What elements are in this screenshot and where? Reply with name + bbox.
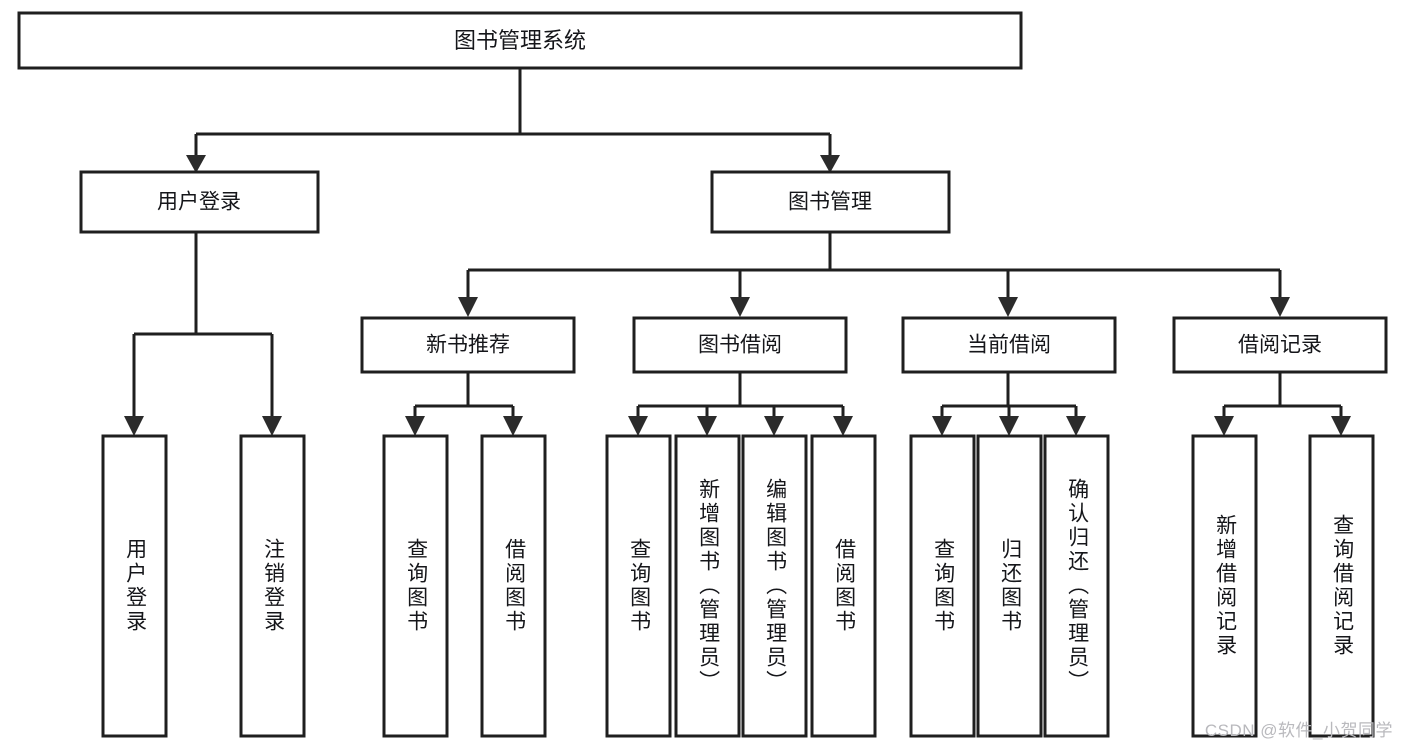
leaf-box-query-book-1[interactable] xyxy=(382,434,449,738)
arrowhead-user-login-leaf-1 xyxy=(262,416,282,436)
leaf-box-query-book-2[interactable] xyxy=(605,434,672,738)
leaf-box-confirm-return[interactable] xyxy=(1043,434,1110,738)
leaf-box-logout-login[interactable] xyxy=(239,434,306,738)
watermark-text: CSDN @软件_小贺同学 xyxy=(1204,721,1393,740)
node-root[interactable]: 图书管理系统 xyxy=(17,11,1023,70)
leaf-box-borrow-book-1[interactable] xyxy=(480,434,547,738)
node-root-box[interactable] xyxy=(17,11,1023,70)
arrowhead-to-book-manage xyxy=(820,155,840,173)
node-new-book-recommend-box[interactable] xyxy=(360,316,576,374)
node-book-borrow[interactable]: 图书借阅 xyxy=(632,316,848,374)
node-book-manage-box[interactable] xyxy=(710,170,951,234)
arrowhead-borrow-record-leaf-1 xyxy=(1331,416,1351,436)
arrowhead-borrow-record-leaf-0 xyxy=(1214,416,1234,436)
node-book-manage[interactable]: 图书管理 xyxy=(710,170,951,234)
node-current-borrow-label: 当前借阅 xyxy=(967,334,1051,357)
arrowhead-current-borrow-leaf-2 xyxy=(1066,416,1086,436)
node-current-borrow[interactable]: 当前借阅 xyxy=(901,316,1117,374)
leaf-box-user-login[interactable] xyxy=(101,434,168,738)
node-new-book-recommend-label: 新书推荐 xyxy=(426,334,510,357)
arrowhead-book-borrow-leaf-3 xyxy=(833,416,853,436)
node-book-manage-label: 图书管理 xyxy=(788,191,872,214)
leaf-box-borrow-book-2[interactable] xyxy=(810,434,877,738)
leaf-box-query-record[interactable] xyxy=(1308,434,1375,738)
arrowhead-to-current-borrow xyxy=(998,297,1018,317)
arrowhead-current-borrow-leaf-1 xyxy=(999,416,1019,436)
arrowhead-current-borrow-leaf-0 xyxy=(932,416,952,436)
connector-layer xyxy=(124,68,1351,436)
leaf-box-add-book[interactable] xyxy=(674,434,741,738)
arrowhead-book-borrow-leaf-0 xyxy=(628,416,648,436)
node-root-label: 图书管理系统 xyxy=(454,28,586,53)
arrowhead-to-new-book-recommend xyxy=(458,297,478,317)
arrowhead-to-borrow-record xyxy=(1270,297,1290,317)
leaf-box-edit-book[interactable] xyxy=(741,434,808,738)
node-borrow-record[interactable]: 借阅记录 xyxy=(1172,316,1388,374)
node-borrow-record-box[interactable] xyxy=(1172,316,1388,374)
arrowhead-new-book-leaf-0 xyxy=(405,416,425,436)
arrowhead-to-book-borrow xyxy=(730,297,750,317)
arrowhead-new-book-leaf-1 xyxy=(503,416,523,436)
arrowhead-book-borrow-leaf-1 xyxy=(697,416,717,436)
node-book-borrow-label: 图书借阅 xyxy=(698,334,782,357)
arrowhead-to-user-login xyxy=(186,155,206,173)
leaf-box-add-record[interactable] xyxy=(1191,434,1258,738)
node-new-book-recommend[interactable]: 新书推荐 xyxy=(360,316,576,374)
node-borrow-record-label: 借阅记录 xyxy=(1238,334,1322,357)
node-user-login-box[interactable] xyxy=(79,170,320,234)
arrowhead-user-login-leaf-0 xyxy=(124,416,144,436)
node-user-login[interactable]: 用户登录 xyxy=(79,170,320,234)
arrowhead-book-borrow-leaf-2 xyxy=(764,416,784,436)
node-book-borrow-box[interactable] xyxy=(632,316,848,374)
leaf-box-query-book-3[interactable] xyxy=(909,434,976,738)
leaf-box-return-book[interactable] xyxy=(976,434,1043,738)
node-current-borrow-box[interactable] xyxy=(901,316,1117,374)
node-user-login-label: 用户登录 xyxy=(157,191,241,214)
